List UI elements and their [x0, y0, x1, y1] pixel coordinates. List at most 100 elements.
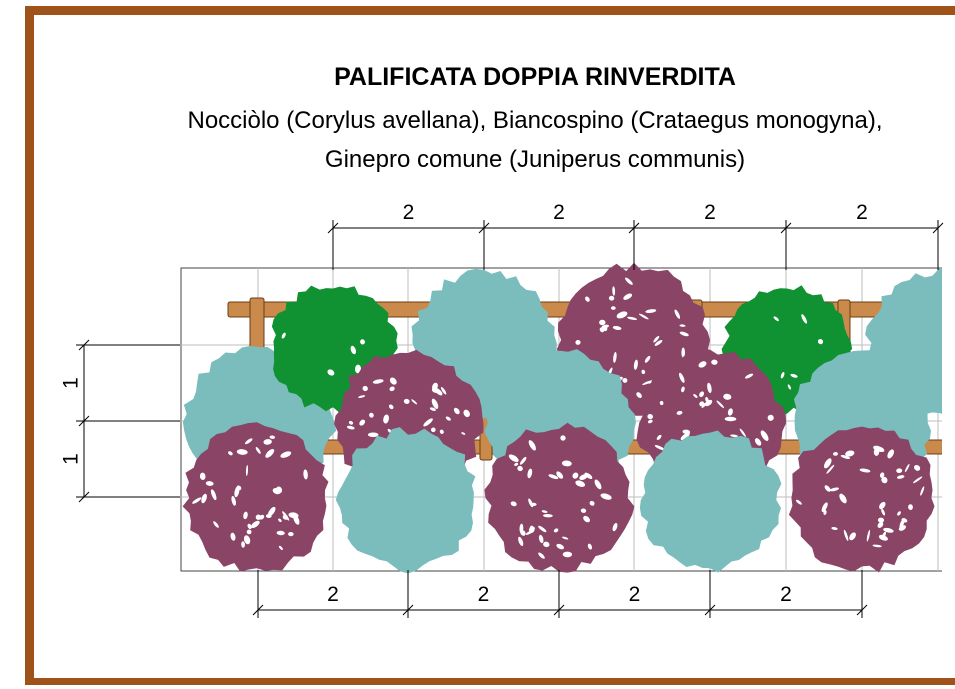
ginepro-shrub-gap [281, 332, 286, 339]
biancospino-shrub-gap [288, 531, 294, 537]
biancospino-shrub-gap [821, 502, 828, 513]
biancospino-shrub-gap [654, 445, 665, 451]
ginepro-shrub-gap [350, 345, 357, 355]
biancospino-shrub-gap [553, 528, 559, 533]
biancospino-shrub-gap [241, 541, 246, 548]
biancospino-shrub-gap [681, 347, 685, 358]
biancospino-shrub-gap [243, 511, 248, 520]
dimension-tick [932, 222, 944, 234]
biancospino-shrub-gap [244, 438, 253, 445]
biancospino-shrub-gap [600, 493, 612, 500]
biancospino-shrub-gap [213, 521, 219, 528]
biancospino-shrub-gap [920, 486, 925, 496]
frame-left [25, 6, 34, 685]
nocciolo-shrub-crown [639, 430, 782, 573]
biancospino-shrub-gap [679, 324, 686, 327]
biancospino-shrub-gap [699, 401, 705, 407]
biancospino-shrub-gap [543, 513, 553, 518]
biancospino-shrub-gap [877, 517, 885, 523]
biancospino-shrub-gap [259, 514, 265, 520]
dimension-label-top: 2 [403, 201, 415, 224]
biancospino-shrub-gap [369, 412, 374, 418]
biancospino-shrub-gap [445, 416, 451, 421]
biancospino-shrub-gap [247, 523, 252, 530]
dimension-tick [78, 339, 90, 351]
biancospino-shrub-gap [372, 379, 384, 384]
biancospino-shrub [788, 426, 935, 573]
biancospino-shrub-gap [908, 504, 913, 510]
biancospino-shrub-gap [575, 339, 581, 345]
biancospino-shrub-gap [914, 464, 921, 471]
biancospino-shrub-gap [716, 400, 725, 409]
biancospino-shrub-gap [561, 460, 572, 467]
biancospino-shrub-gap [280, 451, 292, 458]
biancospino-shrub-gap [234, 486, 240, 498]
biancospino-shrub-gap [210, 489, 217, 501]
biancospino-shrub-gap [251, 520, 260, 529]
biancospino-shrub-gap [913, 476, 923, 484]
biancospino-shrub-gap [612, 522, 618, 532]
biancospino-shrub-gap [594, 479, 602, 490]
dimension-tick [252, 604, 264, 616]
biancospino-shrub-gap [727, 408, 733, 416]
biancospino-shrub-gap [636, 392, 642, 399]
biancospino-shrub-gap [627, 316, 637, 321]
dimension-label-left: 1 [60, 377, 83, 389]
biancospino-shrub-gap [730, 434, 738, 438]
biancospino-shrub-gap [538, 525, 547, 533]
biancospino-shrub-gap [230, 532, 236, 541]
biancospino-shrub-gap [243, 535, 251, 545]
biancospino-shrub-gap [192, 497, 202, 504]
biancospino-shrub-gap [519, 523, 524, 534]
biancospino-shrub-gap [883, 527, 894, 533]
biancospino-shrub-gap [824, 458, 832, 469]
biancospino-shrub-gap [440, 386, 447, 395]
biancospino-shrub-gap [453, 407, 460, 415]
biancospino-shrub-gap [525, 529, 535, 535]
biancospino-shrub-gap [656, 434, 662, 440]
biancospino-shrub-gap [833, 451, 838, 456]
biancospino-shrub-gap [431, 398, 439, 409]
biancospino-shrub-gap [879, 472, 885, 478]
dimension-tick [478, 222, 490, 234]
biancospino-shrub-gap [560, 435, 566, 441]
biancospino-shrub-gap [562, 551, 573, 558]
biancospino-shrub-gap [693, 394, 698, 398]
biancospino-shrub-gap [638, 313, 649, 320]
biancospino-shrub-gap [872, 544, 882, 548]
dimension-label-bottom: 2 [327, 583, 339, 606]
biancospino-shrub-gap [269, 435, 276, 439]
biancospino-shrub-gap [389, 386, 395, 392]
biancospino-shrub-gap [612, 286, 616, 296]
dimension-label-top: 2 [856, 201, 868, 224]
biancospino-shrub-gap [389, 377, 397, 385]
biancospino-shrub-gap [608, 295, 615, 301]
biancospino-shrub-gap [548, 474, 559, 480]
ginepro-shrub-gap [780, 371, 785, 379]
biancospino-shrub-gap [711, 359, 718, 365]
biancospino-shrub-gap [556, 543, 565, 550]
biancospino-shrub-gap [538, 534, 544, 544]
biancospino-shrub-gap [572, 472, 579, 479]
biancospino-shrub-gap [267, 506, 276, 517]
biancospino-shrub-gap [707, 382, 712, 394]
biancospino-shrub-gap [767, 414, 774, 421]
biancospino-shrub-gap [845, 450, 855, 457]
frame-top [25, 6, 955, 15]
biancospino-shrub-gap [346, 425, 355, 430]
biancospino-shrub-gap [879, 501, 886, 510]
biancospino-shrub-gap [881, 531, 887, 540]
biancospino-shrub-gap [647, 419, 653, 424]
biancospino-shrub-gap [839, 493, 847, 504]
biancospino-shrub-gap [362, 385, 368, 392]
ginepro-shrub-gap [327, 369, 335, 376]
biancospino-shrub-gap [461, 432, 466, 435]
biancospino-shrub-gap [641, 369, 646, 375]
biancospino-shrub-gap [705, 396, 709, 403]
biancospino-shrub-gap [877, 521, 884, 528]
biancospino-shrub-gap [583, 515, 591, 523]
biancospino-shrub-gap [843, 529, 849, 541]
biancospino-shrub-gap [231, 496, 236, 506]
biancospino-shrub-gap [676, 410, 683, 415]
